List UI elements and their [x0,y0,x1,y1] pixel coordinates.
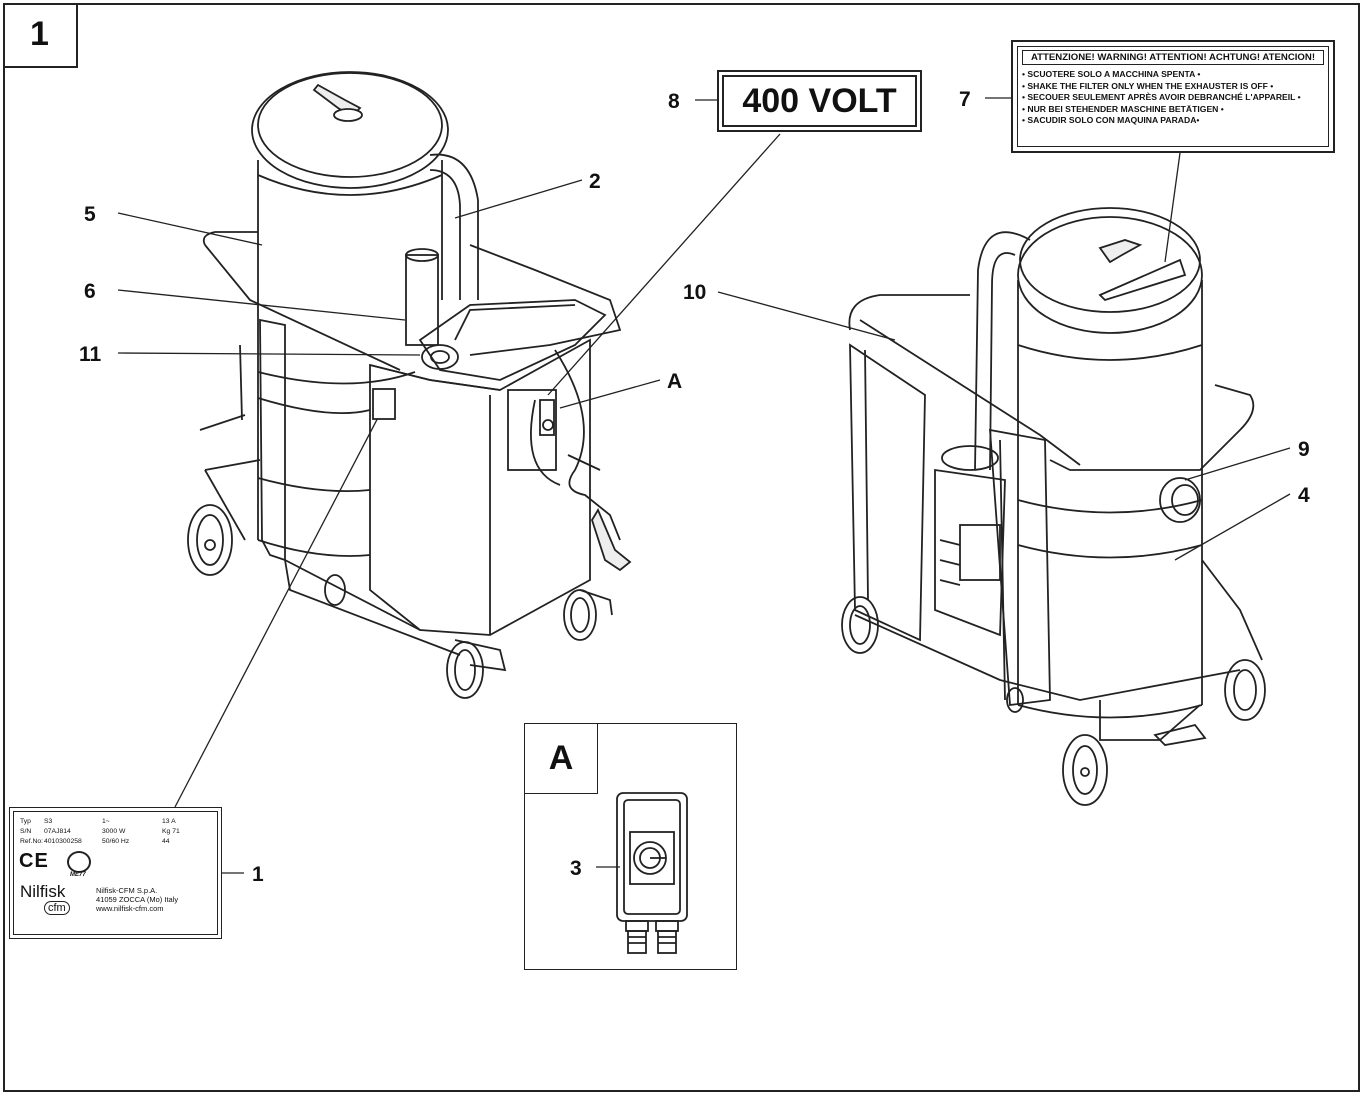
warning-label: ATTENZIONE! WARNING! ATTENTION! ACHTUNG!… [1011,40,1335,153]
voltage-label-text: 400 VOLT [722,75,917,127]
callout-11: 11 [79,343,102,366]
ce-mark: CE [19,850,49,872]
callout-1: 1 [252,863,264,886]
vacuum-front-view [187,71,632,699]
figure-number: 1 [3,3,78,68]
callout-8: 8 [668,90,680,113]
cert-code: ME77 [70,872,86,878]
brand-name: Nilfisk [20,882,66,901]
warning-title: ATTENZIONE! WARNING! ATTENTION! ACHTUNG!… [1022,50,1324,65]
brand-sub: cfm [44,901,70,915]
website: www.nilfisk-cfm.com [96,904,164,913]
inset-detail-a: A [524,723,737,970]
warning-line: • SCUOTERE SOLO A MACCHINA SPENTA • [1022,69,1201,79]
warning-line: • SACUDIR SOLO CON MAQUINA PARADA• [1022,115,1200,126]
callout-6: 6 [84,280,96,303]
voltage-label: 400 VOLT [717,70,922,132]
callout-a: A [667,370,683,393]
figure-frame [3,3,1360,1092]
callout-2: 2 [589,170,601,193]
callout-3: 3 [570,857,582,880]
warning-line: • SHAKE THE FILTER ONLY WHEN THE EXHAUST… [1022,80,1274,91]
callout-5: 5 [84,203,96,226]
warning-line: • SECOUER SEULEMENT APRÈS AVOIR DEBRANCH… [1022,92,1301,103]
manufacturer: Nilfisk-CFM S.p.A. [96,886,158,895]
callout-4: 4 [1298,484,1310,507]
vacuum-rear-view [841,207,1266,806]
warning-line: • NUR BEI STEHENDER MASCHINE BETÄTIGEN • [1022,103,1224,114]
cert-mark-icon [67,851,91,873]
inset-letter: A [525,724,598,794]
callout-10: 10 [683,281,707,304]
callout-7: 7 [959,88,971,111]
callout-9: 9 [1298,438,1310,461]
switch-detail-drawing [616,792,688,954]
address: 41059 ZOCCA (Mo) Italy [96,895,179,904]
